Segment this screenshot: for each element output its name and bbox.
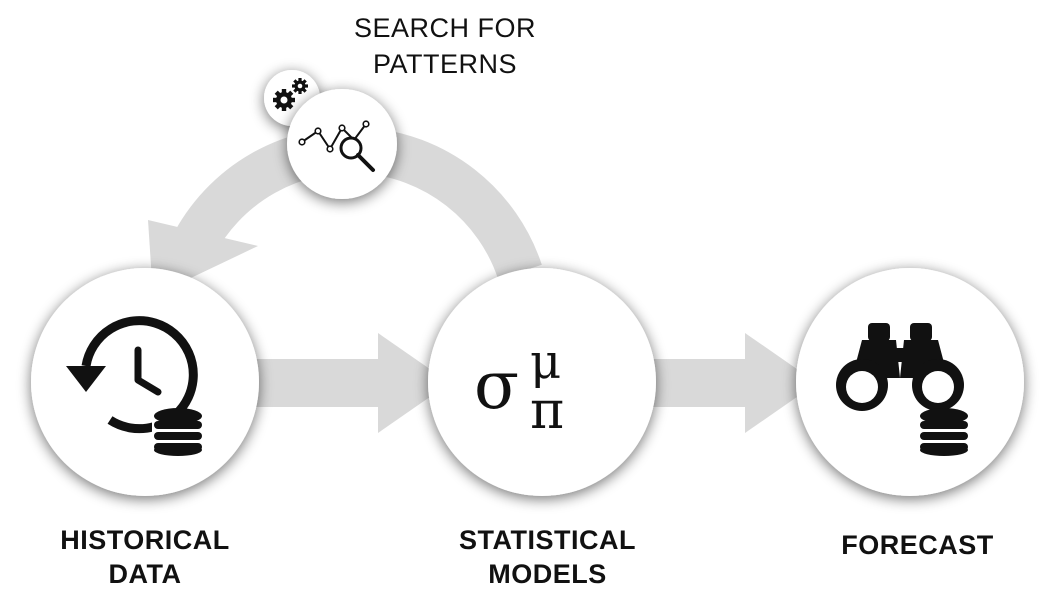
arrow-historical-to-models	[255, 333, 450, 433]
mu-symbol: μ	[530, 334, 561, 390]
database-icon	[152, 408, 204, 456]
forecast-node	[796, 268, 1024, 496]
gears-icon	[273, 78, 308, 111]
line-chart-magnifier-icon	[298, 120, 375, 172]
sigma-symbol: σ	[474, 347, 519, 424]
arrow-models-to-forecast	[650, 333, 817, 433]
binoculars-icon	[836, 323, 964, 411]
statistical-models-label: STATISTICAL MODELS	[425, 523, 670, 591]
pi-symbol: π	[530, 381, 564, 441]
database-icon	[918, 408, 970, 456]
forecast-label-line1: FORECAST	[841, 530, 994, 560]
search-patterns-label: SEARCH FOR PATTERNS	[320, 10, 570, 82]
statistical-label-line1: STATISTICAL	[459, 525, 636, 555]
search-label-line1: SEARCH FOR	[353, 13, 537, 43]
sigma-mu-pi-icon: σ μ π	[474, 334, 564, 441]
historical-data-label: HISTORICAL DATA	[25, 523, 265, 591]
statistical-label-line2: MODELS	[488, 559, 607, 589]
forecast-label: FORECAST	[800, 528, 1035, 562]
history-clock-icon	[66, 316, 198, 434]
statistical-models-node	[428, 268, 656, 496]
search-label-line2: PATTERNS	[372, 49, 517, 79]
historical-label-line1: HISTORICAL	[60, 525, 230, 555]
historical-label-line2: DATA	[108, 559, 182, 589]
